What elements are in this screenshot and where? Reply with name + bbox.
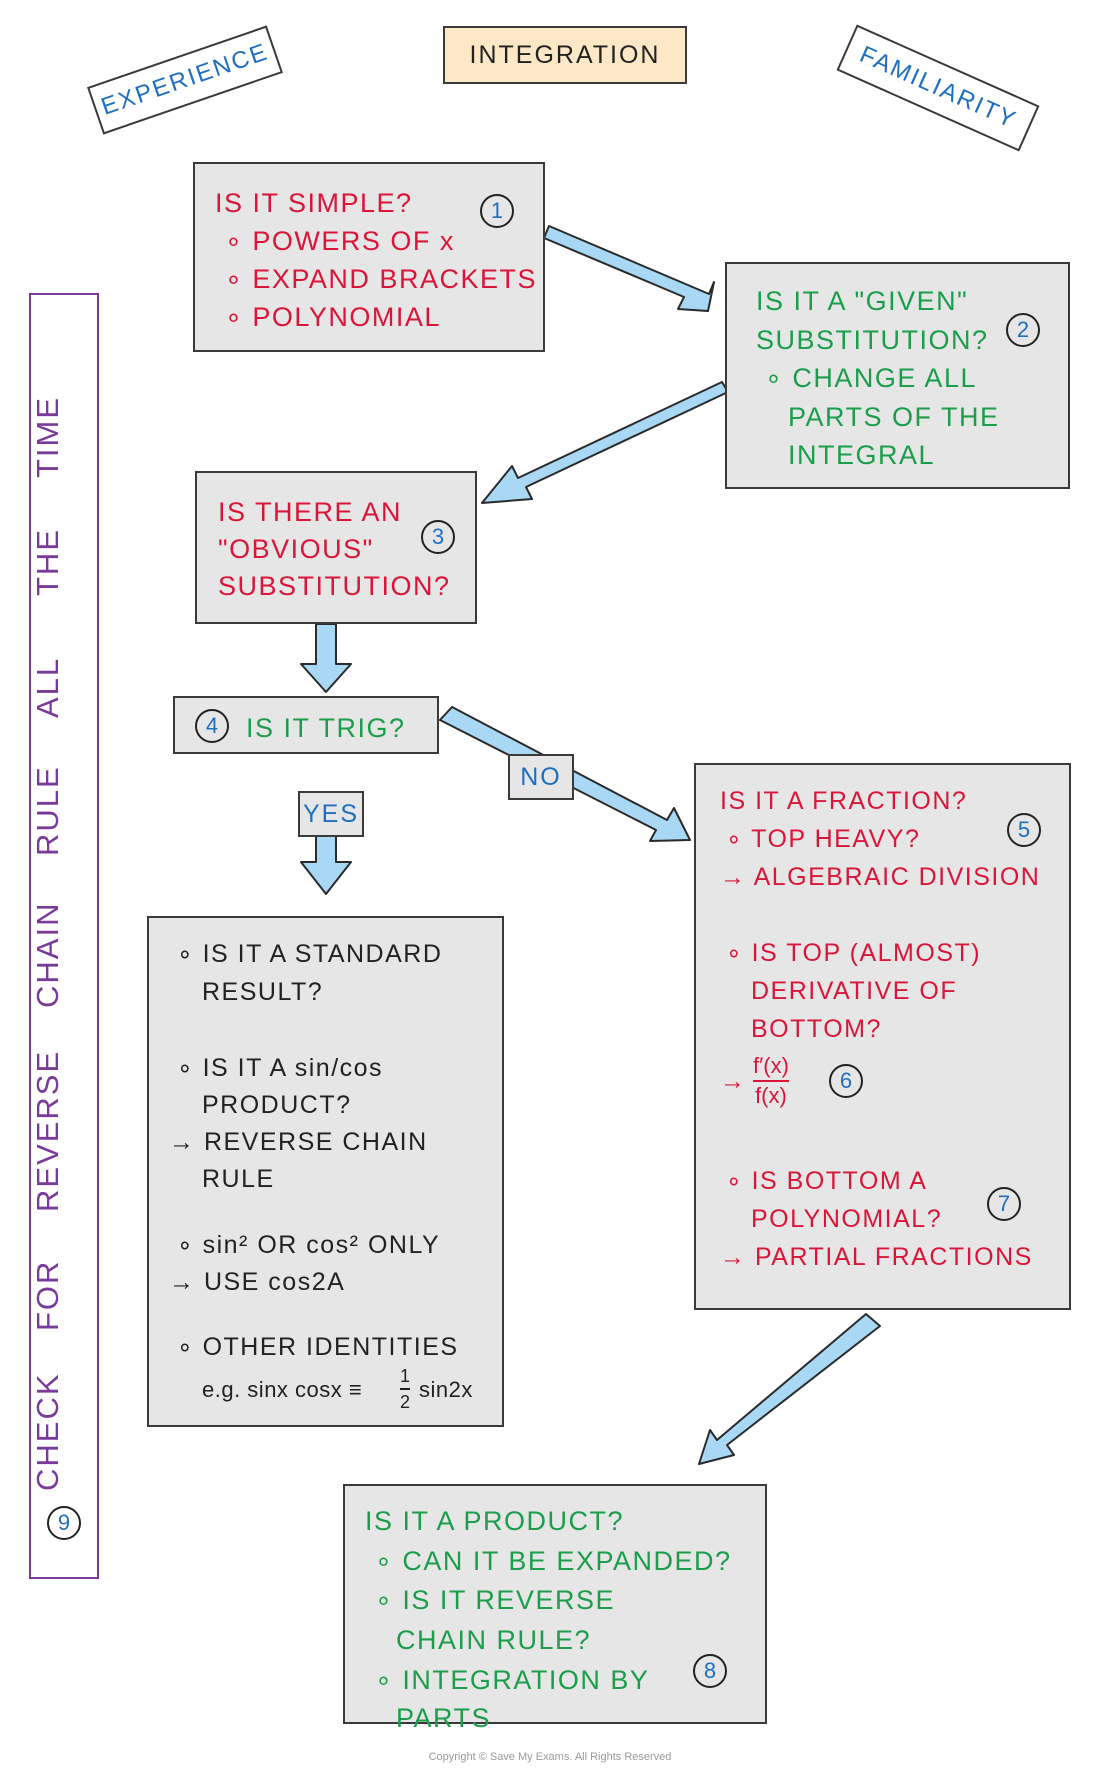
trig-line-7: ∘ sin² OR cos² ONLY	[177, 1231, 441, 1259]
half-numerator: 1	[400, 1366, 411, 1386]
frac-line-3: → ALGEBRAIC DIVISION	[720, 863, 1041, 891]
box-is-it-trig: 4 IS IT TRIG?	[173, 696, 439, 754]
trig-line-10: e.g. sinx cosx ≡	[202, 1377, 363, 1402]
frac-line-1: IS IT A FRACTION?	[720, 787, 968, 815]
copyright-notice: Copyright © Save My Exams. All Rights Re…	[428, 1751, 672, 1763]
box8-line-3: ∘ IS IT REVERSE	[375, 1585, 615, 1615]
box3-line-3: SUBSTITUTION?	[218, 571, 451, 601]
box-fraction-methods: IS IT A FRACTION? ∘ TOP HEAVY? → ALGEBRA…	[694, 763, 1071, 1310]
box1-line-4: ∘ POLYNOMIAL	[225, 302, 441, 332]
box2-line-4: PARTS OF THE	[788, 402, 1000, 432]
box1-line-1: IS IT SIMPLE?	[215, 188, 413, 218]
trig-line-3: ∘ IS IT A sin/cos	[177, 1054, 384, 1082]
box3-line-1: IS THERE AN	[218, 497, 403, 527]
box-trig-methods: ∘ IS IT A STANDARD RESULT? ∘ IS IT A sin…	[147, 916, 504, 1427]
arrow-3-to-4	[300, 623, 352, 693]
arrow-1-to-2	[543, 225, 715, 312]
trig-line-8: → USE cos2A	[169, 1268, 346, 1296]
frac-line-8: POLYNOMIAL?	[751, 1205, 943, 1233]
box-is-it-simple: IS IT SIMPLE? ∘ POWERS OF x ∘ EXPAND BRA…	[193, 162, 545, 352]
frac-line-2: ∘ TOP HEAVY?	[726, 825, 921, 853]
box3-line-2: "OBVIOUS"	[218, 534, 374, 564]
trig-line-1: ∘ IS IT A STANDARD	[177, 940, 443, 968]
side-word-all: ALL	[30, 656, 65, 718]
half-denominator: 2	[400, 1392, 411, 1412]
box2-line-2: SUBSTITUTION?	[756, 325, 989, 355]
box2-line-5: INTEGRAL	[788, 440, 936, 470]
frac-line-9: → PARTIAL FRACTIONS	[720, 1243, 1033, 1271]
frac-line-7: ∘ IS BOTTOM A	[726, 1167, 928, 1195]
step-number-1: 1	[480, 194, 514, 228]
frac-line-4: ∘ IS TOP (ALMOST)	[726, 939, 982, 967]
step-number-4: 4	[195, 709, 229, 743]
box8-line-4: CHAIN RULE?	[396, 1625, 592, 1655]
trig-line-2: RESULT?	[202, 978, 324, 1006]
side-word-time: TIME	[30, 395, 65, 478]
step-number-6: 6	[829, 1064, 863, 1098]
step-number-2: 2	[1006, 313, 1040, 347]
no-branch-label: NO	[508, 754, 574, 800]
side-word-chain: CHAIN	[30, 901, 65, 1008]
fraction-denominator: f(x)	[755, 1083, 787, 1108]
box8-line-1: IS IT A PRODUCT?	[365, 1506, 625, 1536]
side-word-for: FOR	[30, 1259, 65, 1331]
frac-line-6: BOTTOM?	[751, 1015, 882, 1043]
f-prime-over-f-fraction: f′(x) f(x)	[753, 1055, 789, 1107]
side-word-rule: RULE	[30, 765, 65, 856]
box-is-it-a-product: IS IT A PRODUCT? ∘ CAN IT BE EXPANDED? ∘…	[343, 1484, 767, 1732]
side-bar: 9	[29, 293, 99, 1579]
box8-line-6: PARTS	[396, 1703, 492, 1733]
side-word-check: CHECK	[30, 1372, 65, 1491]
box2-line-3: ∘ CHANGE ALL	[765, 363, 977, 393]
side-bar-number: 9	[47, 1506, 81, 1540]
page-title-text: INTEGRATION	[469, 41, 661, 69]
step-number-7: 7	[987, 1187, 1021, 1221]
box1-line-2: ∘ POWERS OF x	[225, 226, 455, 256]
trig-line-11: sin2x	[419, 1377, 473, 1402]
box-given-substitution: IS IT A "GIVEN" SUBSTITUTION? ∘ CHANGE A…	[725, 262, 1070, 489]
step-number-8: 8	[693, 1654, 727, 1688]
frac-arrow: →	[720, 1067, 747, 1095]
yes-branch-label: YES	[298, 791, 364, 837]
trig-line-9: ∘ OTHER IDENTITIES	[177, 1333, 459, 1361]
box2-line-1: IS IT A "GIVEN"	[756, 286, 969, 316]
box4-label: IS IT TRIG?	[246, 713, 406, 743]
trig-line-4: PRODUCT?	[202, 1091, 352, 1119]
trig-line-5: → REVERSE CHAIN	[169, 1128, 428, 1156]
box8-line-2: ∘ CAN IT BE EXPANDED?	[375, 1546, 732, 1576]
side-word-reverse: REVERSE	[30, 1049, 65, 1212]
step-number-3: 3	[421, 520, 455, 554]
one-half-fraction: 1 2	[400, 1366, 411, 1412]
step-number-5: 5	[1007, 813, 1041, 847]
page-title: INTEGRATION	[443, 26, 687, 84]
box8-line-5: ∘ INTEGRATION BY	[375, 1665, 650, 1695]
side-word-the: THE	[30, 528, 65, 596]
box1-line-3: ∘ EXPAND BRACKETS	[225, 264, 537, 294]
box-obvious-substitution: IS THERE AN "OBVIOUS" SUBSTITUTION? 3	[195, 471, 477, 624]
arrow-to-8	[698, 1313, 881, 1465]
fraction-numerator: f′(x)	[753, 1053, 789, 1078]
arrow-2-to-3	[481, 381, 729, 504]
frac-line-5: DERIVATIVE OF	[751, 977, 958, 1005]
trig-line-6: RULE	[202, 1165, 275, 1193]
